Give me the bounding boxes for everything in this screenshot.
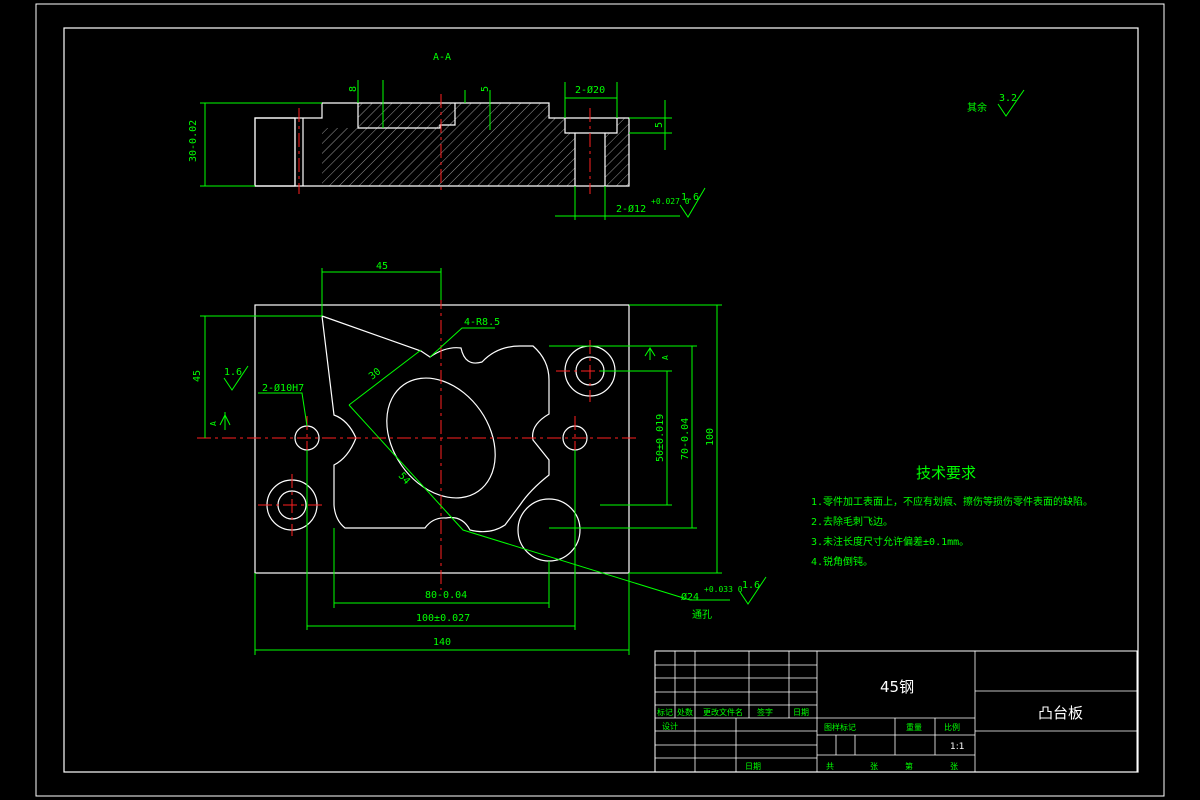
stage-label-scale: 比例 [944, 722, 960, 732]
date-label: 日期 [745, 762, 761, 771]
plate-outline [254, 304, 630, 574]
dim-45-left-lines [200, 315, 322, 438]
dim-45-top-lines [321, 268, 442, 316]
dim-100-h: 100±0.027 [416, 613, 470, 624]
remaining-value: 3.2 [999, 93, 1017, 104]
section-hatch-main [322, 103, 575, 186]
roughness-symbol-right [739, 576, 767, 605]
tech-item-3: 3.未注长度尺寸允许偏差±0.1mm。 [811, 535, 969, 548]
through-bore [517, 498, 581, 562]
dim-bore-tol: +0.033 0 [704, 585, 743, 594]
material: 45钢 [880, 678, 914, 696]
dim-bore-note: 通孔 [692, 609, 712, 621]
sheet-inner-border [63, 27, 1139, 773]
dim-8: 8 [348, 86, 359, 92]
part-name: 凸台板 [1038, 704, 1083, 722]
rev-label-mark: 标记 [657, 707, 673, 717]
tech-item-4: 4.锐角倒钝。 [811, 555, 873, 568]
roughness-right: 1.6 [742, 580, 760, 591]
dim-counterbore: 2-Ø20 [575, 84, 605, 96]
section-hole-left [294, 118, 304, 186]
tech-requirements: 技术要求 1.零件加工表面上，不应有划痕、擦伤等损伤零件表面的缺陷。 2.去除毛… [811, 464, 1093, 568]
roughness-section: 1.6 [681, 192, 699, 203]
dim-right-step: 5 [654, 122, 665, 128]
dim-pin-holes: 2-Ø10H7 [262, 382, 304, 394]
dim-100-v-lines [629, 304, 722, 574]
dim-5-lines [464, 90, 491, 130]
roughness-symbol-remaining [997, 89, 1025, 117]
section-hatch [254, 117, 296, 187]
roughness-left: 1.6 [224, 367, 242, 378]
title-block: 标记 处数 更改文件名 签字 日期 设计 日期 45钢 图样标记 重量 比例 1… [654, 650, 1138, 773]
dim-holes-lines [555, 186, 680, 220]
dim-height-lines [200, 102, 322, 187]
dim-A-right: A [661, 355, 670, 360]
stage-label-mark: 图样标记 [824, 722, 856, 732]
dim-right-step-lines [629, 100, 672, 150]
section-outline [254, 102, 630, 187]
sheet-label-1: 共 [826, 762, 834, 771]
section-pocket [357, 103, 456, 129]
scale-value: 1:1 [950, 742, 964, 752]
dim-30: 30 [367, 366, 383, 382]
section-marker-left [219, 412, 231, 430]
dim-50-lines [600, 370, 672, 506]
cavity-outline [321, 315, 550, 533]
dim-140-lines [254, 573, 630, 655]
dim-45-top: 45 [376, 261, 388, 272]
roughness-symbol-section [679, 187, 706, 218]
dim-pin-leader [258, 392, 308, 427]
section-title: A-A [433, 52, 451, 63]
rev-label-date: 日期 [793, 708, 809, 717]
dim-bore: Ø24 [681, 591, 699, 603]
rev-label-file: 更改文件名 [703, 707, 743, 717]
sheet-label-4: 张 [950, 762, 958, 771]
dim-140: 140 [433, 637, 451, 648]
dim-holes-tol: +0.027 0 [651, 197, 690, 206]
tech-item-1: 1.零件加工表面上，不应有划痕、擦伤等损伤零件表面的缺陷。 [811, 495, 1093, 508]
dim-100-v: 100 [705, 428, 716, 446]
middle-grid [817, 651, 1137, 772]
dim-54-line [348, 404, 691, 601]
dim-height: 30-0.02 [188, 120, 199, 162]
stage-label-weight: 重量 [906, 722, 922, 732]
section-hatch-right [605, 118, 629, 186]
dim-50: 50±0.019 [655, 414, 666, 462]
revision-grid [655, 651, 818, 772]
dim-80-lines [333, 528, 550, 608]
cavity-ellipse [386, 377, 496, 499]
sheet-label-3: 第 [905, 761, 913, 771]
dim-70: 70-0.04 [680, 418, 691, 460]
dim-holes: 2-Ø12 [616, 203, 646, 215]
section-marker-right [644, 347, 656, 360]
plan-view: 45 4-R8.5 30 54 45 2-Ø10H7 1.6 A A 50±0.… [192, 261, 767, 655]
tech-title: 技术要求 [916, 464, 976, 482]
dim-radius: 4-R8.5 [464, 317, 500, 328]
dim-5: 5 [480, 86, 491, 92]
rev-label-sign: 签字 [757, 707, 773, 717]
rev-label-count: 处数 [677, 707, 693, 717]
sheet-label-2: 张 [870, 762, 878, 771]
roughness-symbol-left [223, 365, 249, 391]
dim-30-line [348, 349, 422, 406]
sheet-outer-border [35, 3, 1165, 797]
section-counterbore [564, 118, 618, 186]
dim-counterbore-lines [564, 82, 618, 118]
dim-8-lines [357, 80, 384, 128]
remaining-label: 其余 [967, 101, 987, 114]
dim-radius-leader [429, 327, 495, 358]
dim-70-lines [549, 345, 697, 529]
section-view: A-A 30-0.02 8 5 2-Ø20 5 2-Ø12 +0.027 0 1… [188, 52, 706, 220]
dim-80: 80-0.04 [425, 590, 467, 601]
tech-item-2: 2.去除毛刺飞边。 [811, 515, 893, 528]
designer-label: 设计 [662, 721, 678, 731]
dim-100-h-lines [306, 450, 576, 630]
remaining-roughness: 其余 3.2 [967, 89, 1025, 117]
dim-A-left: A [209, 421, 218, 426]
dim-45-left: 45 [192, 370, 203, 382]
dim-54: 54 [396, 471, 412, 487]
